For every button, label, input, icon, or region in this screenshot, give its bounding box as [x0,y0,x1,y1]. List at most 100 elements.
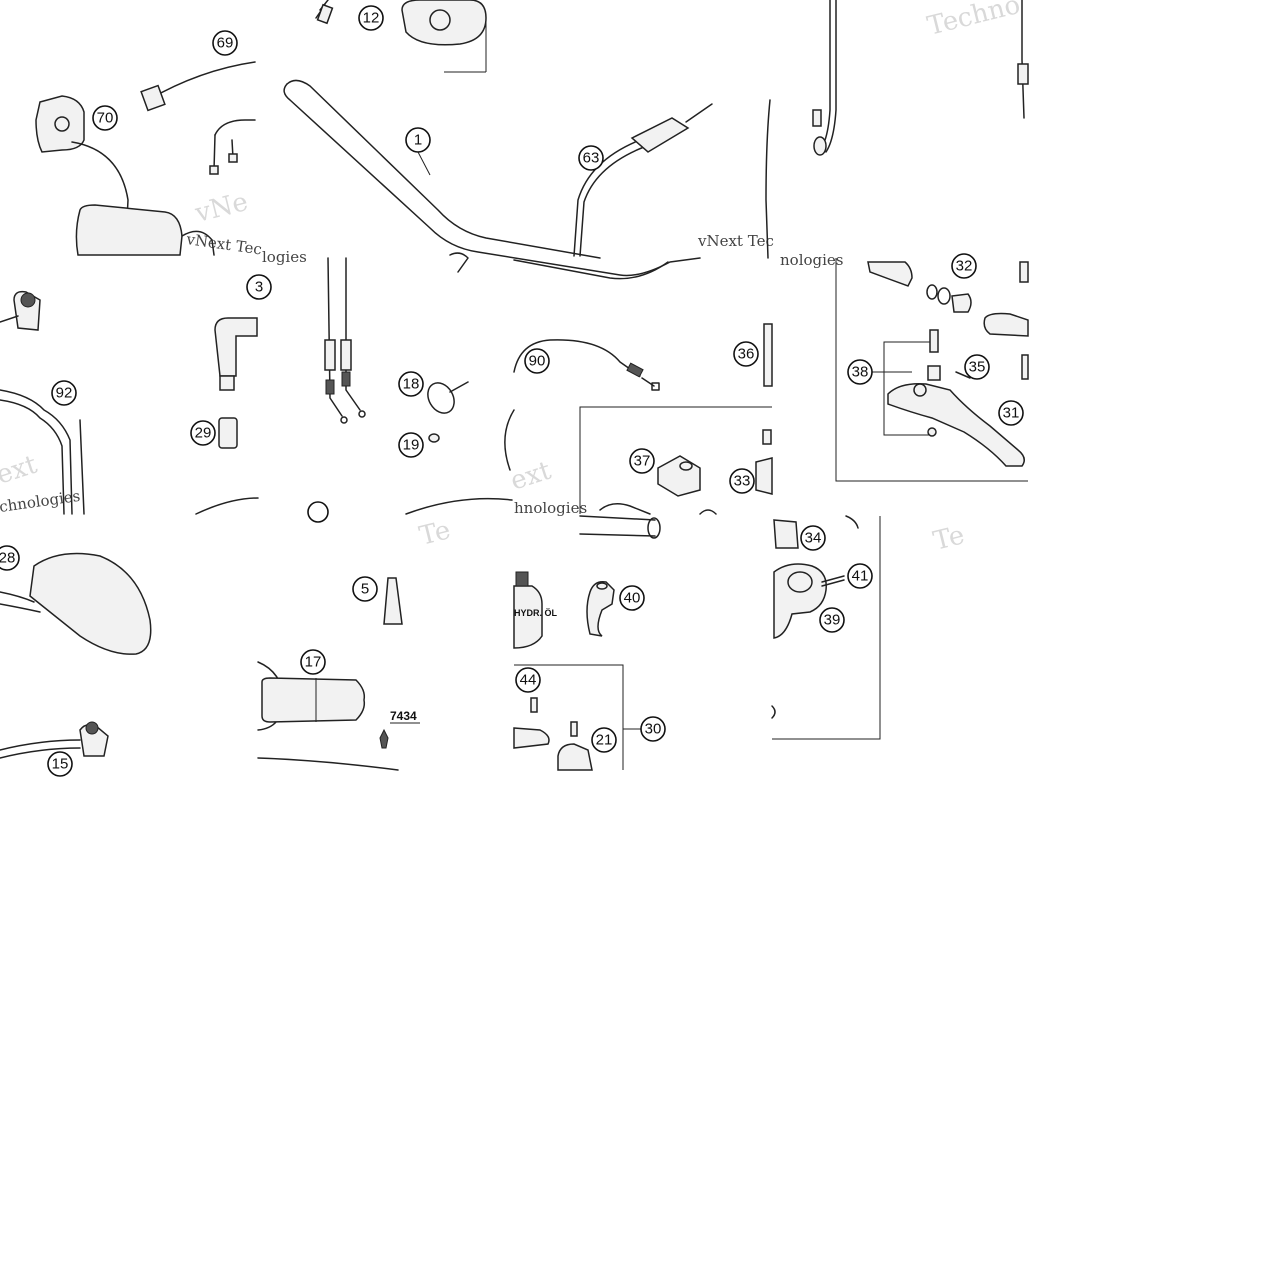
group-frame [579,406,772,514]
switch-bar [0,315,19,323]
callout-19: 19 [398,432,424,458]
lever-pivot-housing [983,312,1029,337]
bracket-34 [773,519,799,549]
callout-partial [307,501,329,523]
clamp-40-hole [596,582,608,590]
spring-35 [955,371,971,379]
cable-92-second [79,419,85,515]
glue-tip [379,728,389,749]
terminal [209,165,219,175]
callout-5: 5 [352,576,378,602]
svg-text:35: 35 [969,359,986,376]
partial-circle [699,509,717,515]
cable-sleeve [630,117,690,153]
connector-top [316,3,334,25]
watermark-ext-left: ext [0,449,41,490]
watermark-vnext-tec: vNext Tec [697,232,774,250]
plug-5 [383,577,403,625]
callout-41: 41 [847,563,873,589]
svg-text:32: 32 [956,258,973,275]
cable-92-edge [0,399,65,515]
clip-19 [428,433,440,443]
seal-ring [926,284,938,300]
ferrule-b [341,371,351,387]
svg-text:21: 21 [596,732,613,749]
svg-text:30: 30 [645,721,662,738]
master-piston [867,261,913,287]
partial-arc [771,705,776,719]
callout-90: 90 [524,348,550,374]
pivot-bolt [929,329,939,353]
screw-41-edge [821,579,845,587]
callout-30: 30 [640,716,666,742]
reservoir-edge [1019,261,1029,283]
svg-text:28: 28 [0,550,15,567]
handlebar-upper [283,83,701,277]
tube [579,515,656,537]
cable-fitting [685,103,713,123]
callout-34: 34 [800,525,826,551]
brake-hose [819,0,831,151]
cable-end-a [340,416,348,424]
watermark-te-1: Te [416,515,453,552]
clutch-cable-90 [513,339,641,377]
callout-1: 1 [405,127,431,153]
callout-29: 29 [190,420,216,446]
lever-nut [927,427,937,437]
svg-text:63: 63 [583,150,600,167]
bottle-label: HYDR. ÖL [514,608,558,618]
ferrule-a [325,379,335,395]
pin-top [845,515,859,529]
callout-18: 18 [398,371,424,397]
svg-text:34: 34 [805,530,822,547]
handlebar-clamp-end [449,252,469,273]
screw-33 [762,429,772,445]
svg-text:1: 1 [414,132,422,149]
callout-21: 21 [591,727,617,753]
tube-end [647,517,661,539]
svg-text:37: 37 [634,453,651,470]
adapter-29 [218,417,238,449]
cylinder-bore [787,571,813,593]
bottle-cap [515,571,529,587]
edge-part [765,99,771,259]
adjuster-a [324,339,336,371]
hand-grip [75,204,183,256]
callout-39: 39 [819,607,845,633]
callout-38: 38 [847,359,873,385]
switch-housing [35,95,85,153]
bracket-33 [755,457,773,495]
callout-40: 40 [619,585,645,611]
group-frame-30 [514,664,624,770]
banjo-fitting [813,136,827,156]
housing-screw [429,9,451,31]
wire-leads [213,134,234,171]
cable-end-b [358,410,366,418]
watermark-vnext-tec-left: vNext Tec [184,230,263,259]
spring-part [599,503,651,515]
callout-33: 33 [729,468,755,494]
screw-21 [570,721,578,737]
adjuster-b [340,339,352,371]
callout-63: 63 [578,145,604,171]
callout-32: 32 [951,253,977,279]
callout-31: 31 [998,400,1024,426]
banjo-bolt [812,109,822,127]
mirror-28 [29,552,152,655]
group-frame-right [772,516,881,740]
callout-70: 70 [92,105,118,131]
part-code-7434: 7434 [390,709,417,723]
watermark-ext-mid: ext [507,455,555,496]
callout-44: 44 [515,667,541,693]
svg-text:12: 12 [363,10,380,27]
lever-pivot [913,383,927,397]
clamp-37 [657,455,701,497]
outline-bottom [257,757,399,771]
cable-end [651,382,660,391]
cable-15-edge [0,747,81,759]
leader-38 [883,341,930,436]
svg-text:29: 29 [195,425,212,442]
svg-text:40: 40 [624,590,641,607]
wire-cable [147,61,256,101]
watermark-hnologies: hnologies [514,499,587,517]
